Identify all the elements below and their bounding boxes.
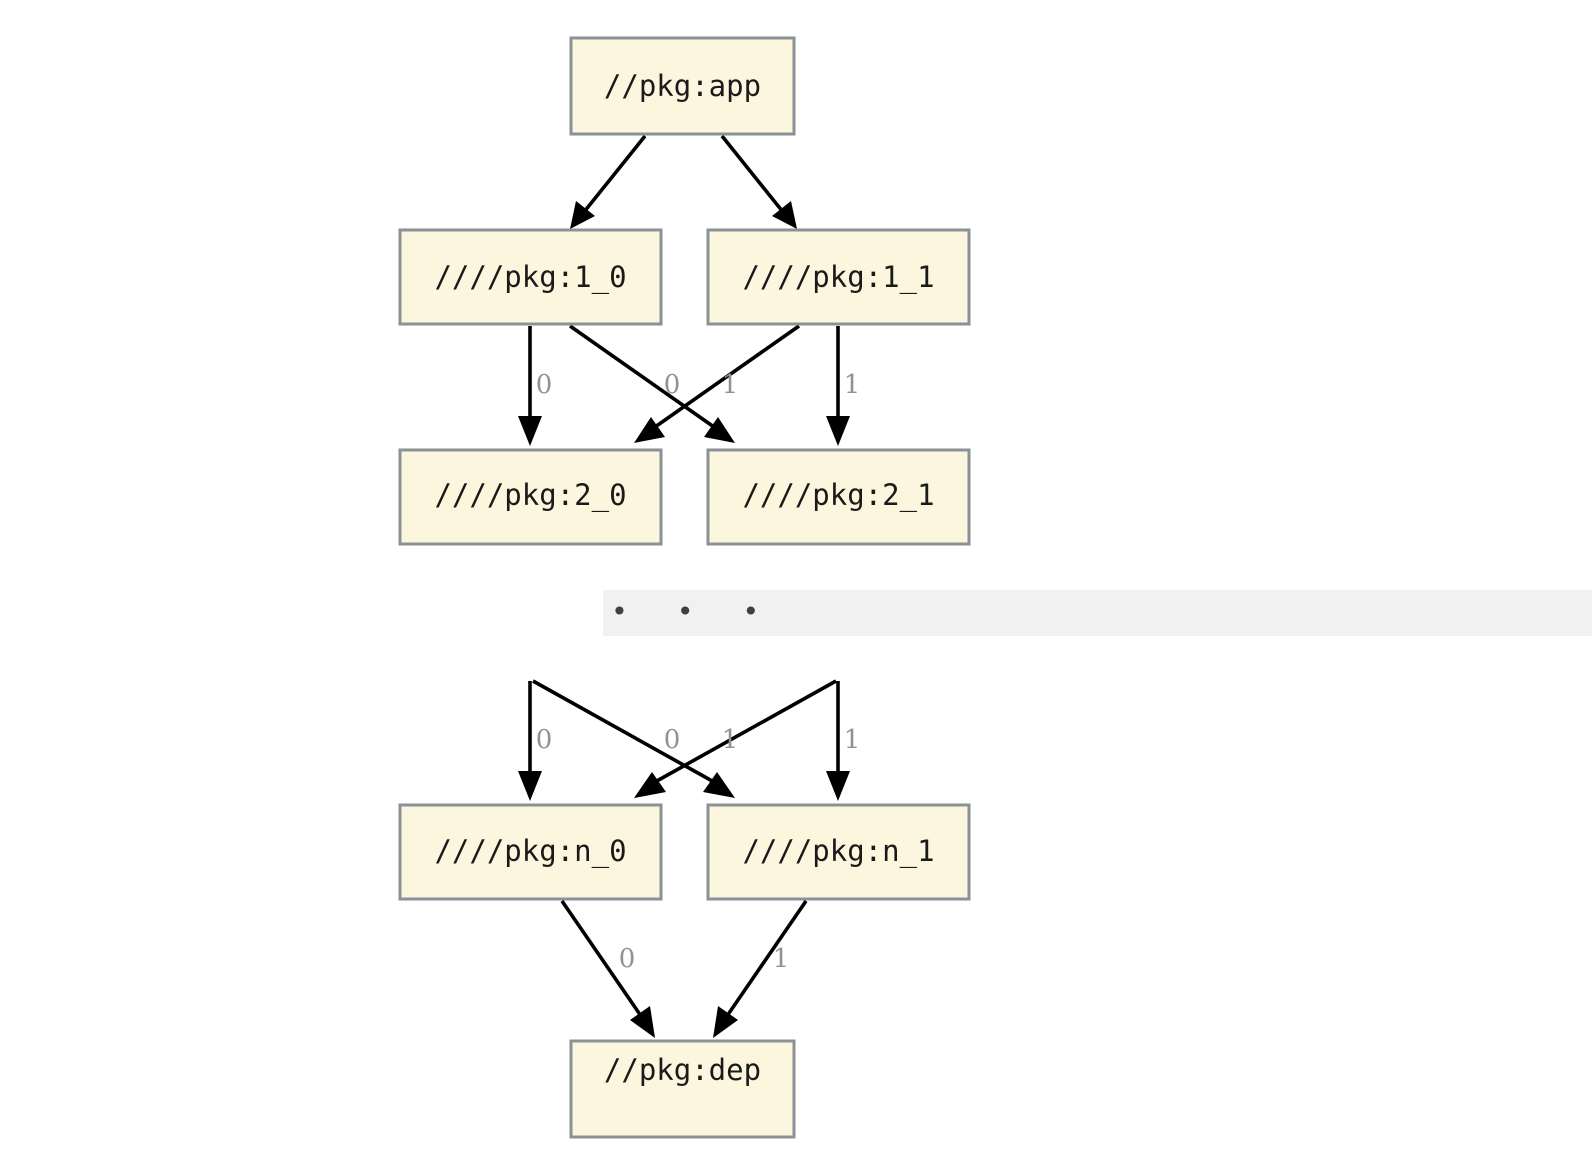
arrowhead-icon <box>704 417 735 443</box>
arrowhead-icon <box>703 772 735 798</box>
node-box[interactable] <box>569 36 796 136</box>
ellipsis-dots: • • • <box>611 595 776 628</box>
edge-app-to-1_1 <box>720 134 797 229</box>
arrowhead-icon <box>570 201 595 229</box>
edge-app-to-1_0 <box>570 134 647 229</box>
edge-line <box>560 899 643 1018</box>
arrowhead-icon <box>772 201 797 229</box>
edge-above-to-n_1-straight: 1 <box>826 681 860 801</box>
edge-label-above-n_1: 0 <box>664 725 681 755</box>
arrowhead-icon <box>518 416 542 446</box>
edge-label-above-n_1-straight: 1 <box>844 725 861 755</box>
node-pkg-2_1[interactable]: ////pkg:2_1 <box>706 448 971 546</box>
node-box[interactable] <box>398 803 663 901</box>
edge-line <box>568 324 716 429</box>
node-label: ////pkg:2_1 <box>742 478 934 513</box>
edge-line <box>582 134 647 214</box>
edge-label-above-n_0: 0 <box>536 725 553 755</box>
edge-label-1_1-2_0: 1 <box>722 370 739 400</box>
node-pkg-app[interactable]: //pkg:app <box>569 36 796 136</box>
edge-label-above-n_0-diag: 1 <box>722 725 739 755</box>
ellipsis-band: • • • <box>603 590 1592 636</box>
node-box[interactable] <box>569 1039 796 1139</box>
edge-n_1-to-dep: 1 <box>713 899 808 1038</box>
node-box[interactable] <box>398 228 663 326</box>
node-label: ////pkg:n_1 <box>742 834 934 869</box>
node-label: ////pkg:1_1 <box>742 260 934 295</box>
arrowhead-icon <box>826 416 850 446</box>
edge-label-1_0-2_1: 0 <box>664 370 681 400</box>
node-pkg-1_1[interactable]: ////pkg:1_1 <box>706 228 971 326</box>
edge-1_1-to-2_1: 1 <box>826 326 860 446</box>
edge-above-to-n_1-diagonal: 0 <box>532 679 735 798</box>
edge-n_0-to-dep: 0 <box>560 899 655 1038</box>
arrowhead-icon <box>518 771 542 801</box>
edge-1_0-to-2_1: 0 <box>568 324 735 443</box>
edge-above-to-n_0-straight: 0 <box>518 681 552 801</box>
arrowhead-icon <box>630 1006 655 1038</box>
arrowhead-icon <box>634 417 665 443</box>
edge-above-to-n_0-diagonal: 1 <box>634 679 837 798</box>
edge-1_1-to-2_0: 1 <box>634 324 801 443</box>
edge-1_0-to-2_0: 0 <box>518 326 552 446</box>
edge-label-1_1-2_1: 1 <box>844 370 861 400</box>
arrowhead-icon <box>713 1006 738 1038</box>
edge-label-n_1-dep: 1 <box>773 944 790 974</box>
node-label: //pkg:dep <box>604 1053 761 1087</box>
edge-line <box>532 679 715 784</box>
edge-line <box>725 899 808 1018</box>
arrowhead-icon <box>634 772 666 798</box>
edge-label-1_0-2_0: 0 <box>536 370 553 400</box>
node-box[interactable] <box>706 448 971 546</box>
node-box[interactable] <box>706 803 971 901</box>
node-pkg-1_0[interactable]: ////pkg:1_0 <box>398 228 663 326</box>
node-label: ////pkg:1_0 <box>434 260 626 295</box>
edge-line <box>720 134 785 214</box>
node-pkg-n_1[interactable]: ////pkg:n_1 <box>706 803 971 901</box>
arrowhead-icon <box>826 771 850 801</box>
edge-line <box>653 324 801 429</box>
node-label: ////pkg:2_0 <box>434 478 626 513</box>
node-pkg-n_0[interactable]: ////pkg:n_0 <box>398 803 663 901</box>
node-pkg-dep[interactable]: //pkg:dep <box>569 1039 796 1139</box>
node-pkg-2_0[interactable]: ////pkg:2_0 <box>398 448 663 546</box>
node-label: //pkg:app <box>604 69 761 103</box>
edge-label-n_0-dep: 0 <box>619 944 636 974</box>
node-box[interactable] <box>706 228 971 326</box>
node-box[interactable] <box>398 448 663 546</box>
node-label: ////pkg:n_0 <box>434 834 626 869</box>
edge-line <box>654 679 837 784</box>
